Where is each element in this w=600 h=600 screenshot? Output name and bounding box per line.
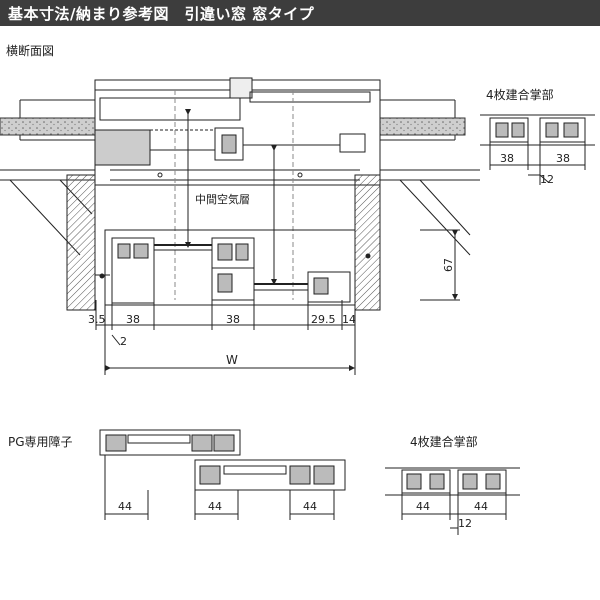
air-layer-label: 中間空気層	[195, 192, 250, 206]
header-bar: 基本寸法/納まり参考図 引違い窓 窓タイプ	[0, 0, 600, 26]
dim-overall-w: W	[226, 353, 238, 367]
header-title: 基本寸法/納まり参考図 引違い窓 窓タイプ	[8, 5, 315, 23]
pg-dim-b: 44	[208, 500, 222, 513]
wall-right	[354, 99, 480, 311]
meeting44-gap-dim: 12	[458, 517, 472, 530]
dim-left-small: 3.5	[88, 313, 106, 326]
dim-below-left: 2	[120, 335, 127, 348]
pg-dim-a: 44	[118, 500, 132, 513]
meeting-rail-44-drawing	[385, 467, 520, 535]
dimension-lines	[95, 229, 460, 375]
meeting44-right-dim: 44	[474, 500, 488, 513]
dim-center-frame: 38	[226, 313, 240, 326]
meeting44-left-dim: 44	[416, 500, 430, 513]
meeting-rail-38-title: 4枚建合掌部	[486, 88, 554, 102]
top-frame-assembly	[94, 77, 381, 186]
cross-section-title: 横断面図	[6, 44, 55, 58]
sill-frame	[95, 229, 371, 306]
pg-dim-c: 44	[303, 500, 317, 513]
dim-right-sash: 29.5	[311, 313, 336, 326]
meeting38-gap-dim: 12	[540, 173, 554, 186]
wall-left	[0, 99, 96, 311]
pg-sash-drawing	[99, 429, 346, 520]
meeting38-left-dim: 38	[500, 152, 514, 165]
meeting38-right-dim: 38	[556, 152, 570, 165]
dim-right-small: 14	[342, 313, 356, 326]
air-layer-dimension	[174, 90, 294, 300]
meeting-rail-38-drawing	[480, 114, 595, 185]
main-cross-section	[0, 77, 480, 375]
pg-sash-title: PG専用障子	[8, 435, 73, 449]
dim-height: 67	[442, 258, 455, 272]
dim-left-frame: 38	[126, 313, 140, 326]
meeting-rail-44-title: 4枚建合掌部	[410, 435, 478, 449]
